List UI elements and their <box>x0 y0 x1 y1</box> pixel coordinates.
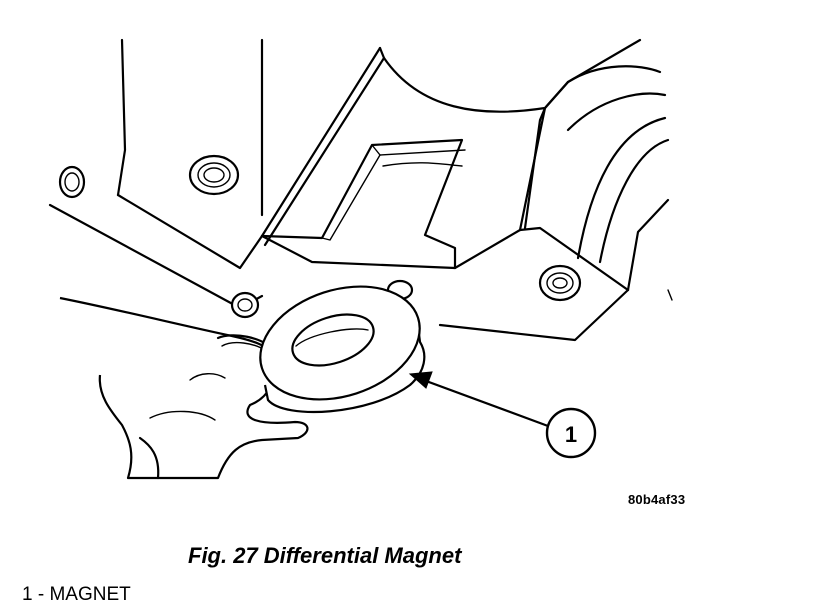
bolt-hole <box>188 154 240 196</box>
bolt-hole <box>230 291 260 319</box>
callout-1: 1 <box>408 371 597 459</box>
magnet <box>259 285 426 414</box>
differential-housing <box>48 38 673 342</box>
bolt-hole <box>58 165 86 199</box>
hand <box>59 296 309 480</box>
callout-number: 1 <box>565 422 577 447</box>
legend-item: 1 - MAGNET <box>22 584 131 605</box>
bolt-hole <box>538 264 582 302</box>
image-code: 80b4af33 <box>628 492 686 507</box>
figure-title: Fig. 27 Differential Magnet <box>188 543 462 568</box>
